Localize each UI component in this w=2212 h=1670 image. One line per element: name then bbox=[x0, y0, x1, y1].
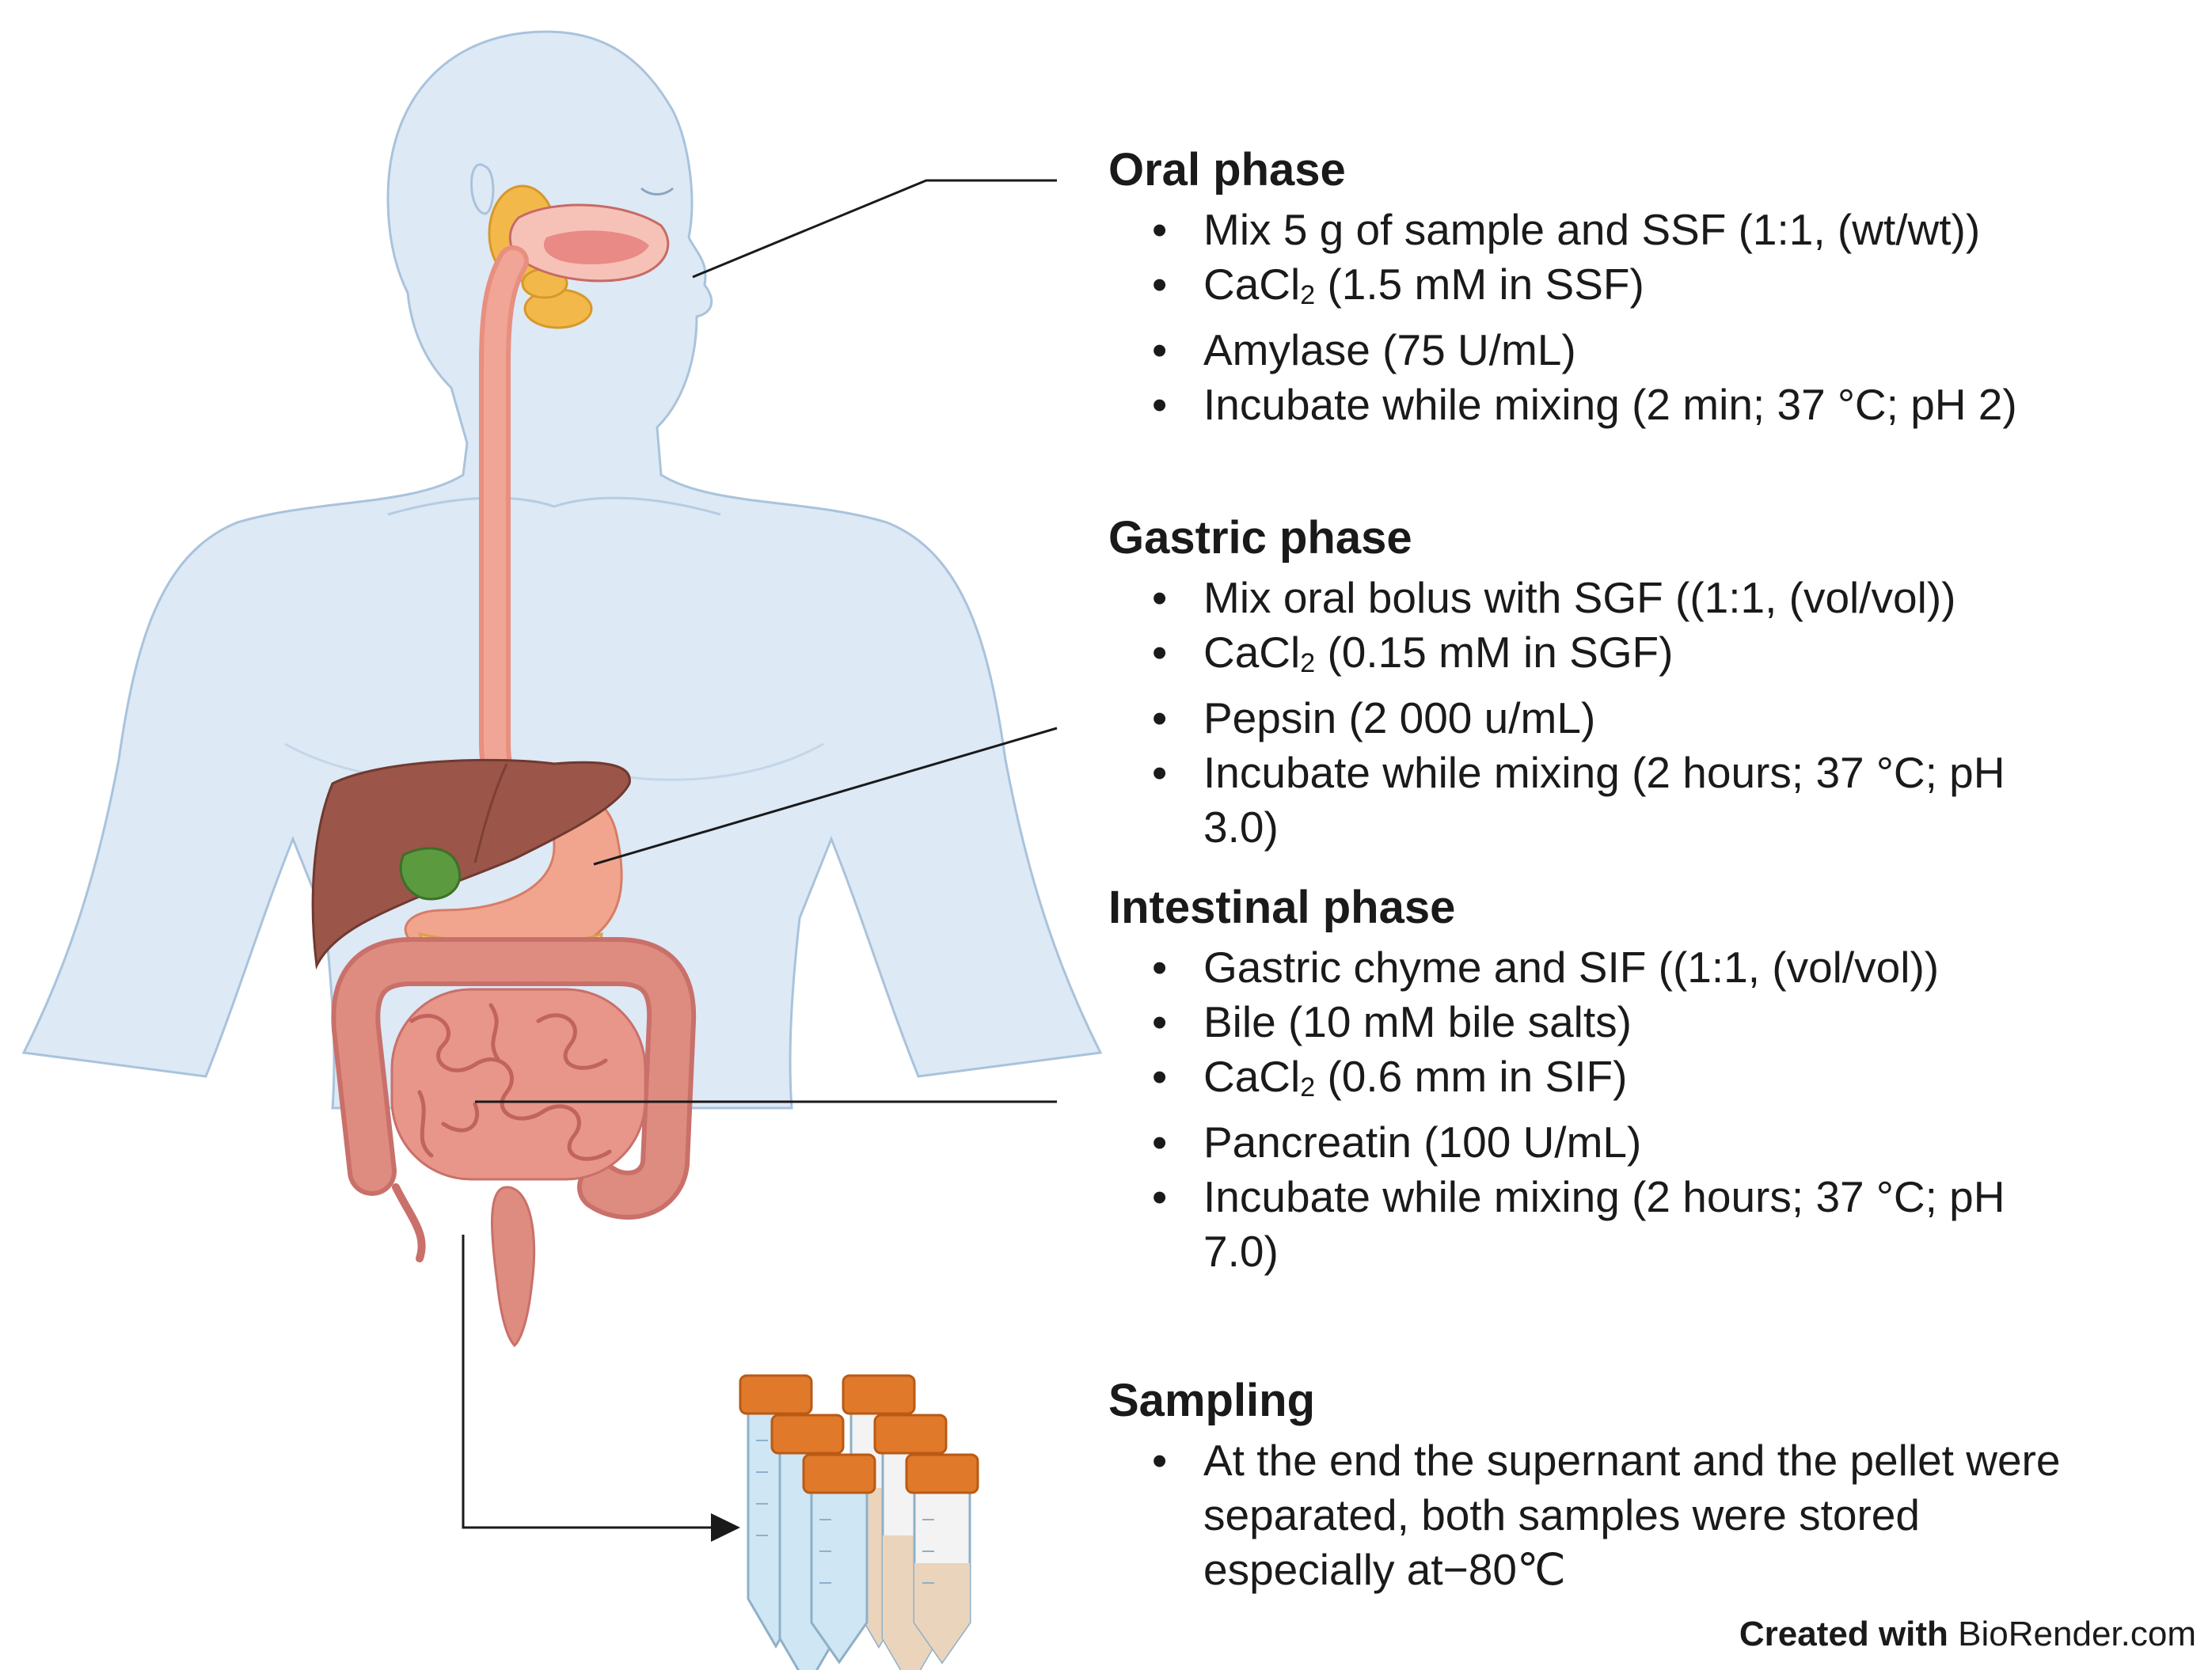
human-body-silhouette bbox=[21, 30, 1103, 1110]
list-item: CaCl2 (0.15 mM in SGF) bbox=[1108, 625, 2005, 691]
sampling-leader-line bbox=[462, 1235, 716, 1529]
list-item: Incubate while mixing (2 hours; 37 °C; p… bbox=[1108, 746, 2005, 800]
oral-phase-title: Oral phase bbox=[1108, 144, 1346, 195]
rectum bbox=[490, 1186, 536, 1348]
intestinal-phase-section: Intestinal phase Gastric chyme and SIF (… bbox=[1108, 880, 2005, 1279]
sampling-title: Sampling bbox=[1108, 1375, 1316, 1426]
list-item-continuation: 3.0) bbox=[1203, 803, 1279, 852]
closed-eye bbox=[640, 187, 674, 195]
tube bbox=[802, 1453, 876, 1664]
intestinal-phase-list: Gastric chyme and SIF ((1:1, (vol/vol))B… bbox=[1108, 940, 2005, 1279]
list-item: Pepsin (2 000 u/mL) bbox=[1108, 691, 2005, 746]
list-item: CaCl2 (1.5 mM in SSF) bbox=[1108, 257, 2017, 323]
list-item-continuation: especially at−80℃ bbox=[1203, 1545, 1566, 1594]
item-text: (0.6 mm in SIF) bbox=[1315, 1052, 1628, 1101]
tube-graduations bbox=[756, 1440, 934, 1584]
appendix bbox=[392, 1183, 426, 1262]
list-item: Mix 5 g of sample and SSF (1:1, (wt/wt)) bbox=[1108, 203, 2017, 257]
list-item: Incubate while mixing (2 min; 37 °C; pH … bbox=[1108, 378, 2017, 432]
sampling-arrowhead bbox=[711, 1513, 740, 1542]
list-item: CaCl2 (0.6 mm in SIF) bbox=[1108, 1049, 2005, 1115]
liver bbox=[311, 758, 631, 970]
small-intestine-coils bbox=[409, 1003, 612, 1161]
sampling-section: Sampling At the end the supernant and th… bbox=[1108, 1373, 2060, 1597]
item-text: (1.5 mM in SSF) bbox=[1315, 260, 1644, 309]
small-intestine-base bbox=[390, 988, 647, 1181]
oral-phase-section: Oral phase Mix 5 g of sample and SSF (1:… bbox=[1108, 142, 2017, 432]
leader-lines bbox=[462, 179, 1058, 1529]
oral-leader-line bbox=[692, 179, 1057, 279]
intestinal-phase-title: Intestinal phase bbox=[1108, 882, 1456, 933]
gastric-phase-title: Gastric phase bbox=[1108, 512, 1412, 564]
list-item: Incubate while mixing (2 hours; 37 °C; p… bbox=[1108, 1170, 2005, 1224]
tongue bbox=[543, 230, 649, 264]
body-outline bbox=[21, 30, 1103, 1110]
chem-formula: CaCl bbox=[1203, 628, 1301, 677]
biorender-credit: Created with BioRender.com bbox=[1739, 1615, 2196, 1654]
credit-site: BioRender.com bbox=[1948, 1615, 2196, 1653]
chem-subscript: 2 bbox=[1300, 280, 1316, 310]
list-item: Bile (10 mM bile salts) bbox=[1108, 995, 2005, 1049]
list-item: Mix oral bolus with SGF ((1:1, (vol/vol)… bbox=[1108, 571, 2005, 625]
list-item: Pancreatin (100 U/mL) bbox=[1108, 1115, 2005, 1170]
list-item: At the end the supernant and the pellet … bbox=[1108, 1433, 2060, 1488]
list-item: Amylase (75 U/mL) bbox=[1108, 323, 2017, 378]
small-intestine bbox=[390, 988, 647, 1181]
gallbladder bbox=[399, 847, 462, 901]
item-text: (0.15 mM in SGF) bbox=[1315, 628, 1674, 677]
gastric-phase-section: Gastric phase Mix oral bolus with SGF ((… bbox=[1108, 510, 2005, 855]
chem-subscript: 2 bbox=[1300, 1072, 1316, 1103]
list-item-continuation: 7.0) bbox=[1203, 1227, 1279, 1276]
list-item-continuation: separated, both samples were stored bbox=[1203, 1490, 1920, 1539]
sample-tubes bbox=[739, 1374, 979, 1670]
tube bbox=[905, 1453, 979, 1664]
gastric-phase-list: Mix oral bolus with SGF ((1:1, (vol/vol)… bbox=[1108, 571, 2005, 855]
chem-subscript: 2 bbox=[1300, 648, 1316, 678]
liver-lobe-line bbox=[473, 763, 508, 863]
sampling-list: At the end the supernant and the pellet … bbox=[1108, 1433, 2060, 1597]
large-intestine-fill bbox=[336, 942, 692, 1215]
list-item: Gastric chyme and SIF ((1:1, (vol/vol)) bbox=[1108, 940, 2005, 995]
ear bbox=[470, 163, 495, 215]
credit-bold: Created with bbox=[1739, 1615, 1948, 1653]
chem-formula: CaCl bbox=[1203, 1052, 1301, 1101]
chest-contour bbox=[387, 496, 721, 516]
oral-phase-list: Mix 5 g of sample and SSF (1:1, (wt/wt))… bbox=[1108, 203, 2017, 432]
gastric-leader-line bbox=[593, 727, 1058, 866]
chem-formula: CaCl bbox=[1203, 260, 1301, 309]
